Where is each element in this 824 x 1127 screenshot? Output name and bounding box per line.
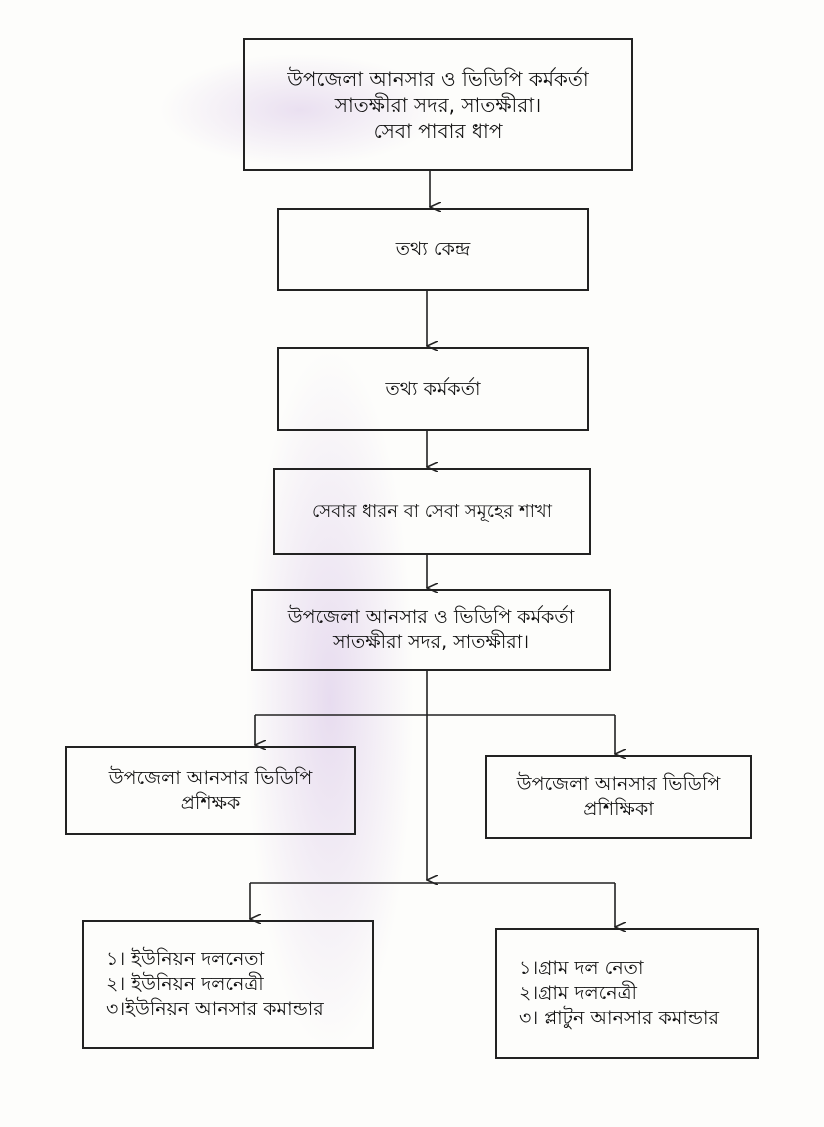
officer-line2: সাতক্ষীরা সদর, সাতক্ষীরা। xyxy=(332,631,530,653)
village-list-box: ১।গ্রাম দল নেতা ২।গ্রাম দলনেত্রী ৩। প্লা… xyxy=(495,928,759,1059)
trainer-female-line2: প্রশিক্ষিকা xyxy=(583,798,654,820)
header-line2: সাতক্ষীরা সদর, সাতক্ষীরা। xyxy=(334,92,542,117)
info-center-label: তথ্য কেন্দ্র xyxy=(395,238,471,261)
list-item: ২। ইউনিয়ন দলনেত্রী xyxy=(106,973,264,996)
list-item: ৩।ইউনিয়ন আনসার কমান্ডার xyxy=(106,997,324,1020)
trainer-male-line1: উপজেলা আনসার ভিডিপি xyxy=(108,766,313,789)
header-line1: উপজেলা আনসার ও ভিডিপি কর্মকর্তা xyxy=(287,66,589,91)
info-officer-label: তথ্য কর্মকর্তা xyxy=(385,377,481,400)
service-branch-label: সেবার ধারন বা সেবা সমূহের শাখা xyxy=(312,500,552,522)
list-item: ২।গ্রাম দলনেত্রী xyxy=(519,982,637,1005)
info-officer-box: তথ্য কর্মকর্তা xyxy=(277,347,589,431)
header-box: উপজেলা আনসার ও ভিডিপি কর্মকর্তা সাতক্ষীর… xyxy=(243,38,633,171)
trainer-male-line2: প্রশিক্ষক xyxy=(180,791,241,814)
list-item: ১। ইউনিয়ন দলনেতা xyxy=(106,948,265,971)
header-line3: সেবা পাবার ধাপ xyxy=(373,118,503,143)
upazila-officer-box: উপজেলা আনসার ও ভিডিপি কর্মকর্তা সাতক্ষীর… xyxy=(251,589,611,671)
service-branch-box: সেবার ধারন বা সেবা সমূহের শাখা xyxy=(273,468,591,555)
union-list-box: ১। ইউনিয়ন দলনেতা ২। ইউনিয়ন দলনেত্রী ৩।… xyxy=(82,920,374,1049)
info-center-box: তথ্য কেন্দ্র xyxy=(277,208,589,291)
trainer-female-box: উপজেলা আনসার ভিডিপি প্রশিক্ষিকা xyxy=(485,755,752,839)
trainer-female-line1: উপজেলা আনসার ভিডিপি xyxy=(516,773,721,796)
trainer-male-box: উপজেলা আনসার ভিডিপি প্রশিক্ষক xyxy=(65,746,356,835)
list-item: ১।গ্রাম দল নেতা xyxy=(519,957,644,980)
list-item: ৩। প্লাটুন আনসার কমান্ডার xyxy=(519,1006,719,1029)
officer-line1: উপজেলা আনসার ও ভিডিপি কর্মকর্তা xyxy=(287,606,575,629)
